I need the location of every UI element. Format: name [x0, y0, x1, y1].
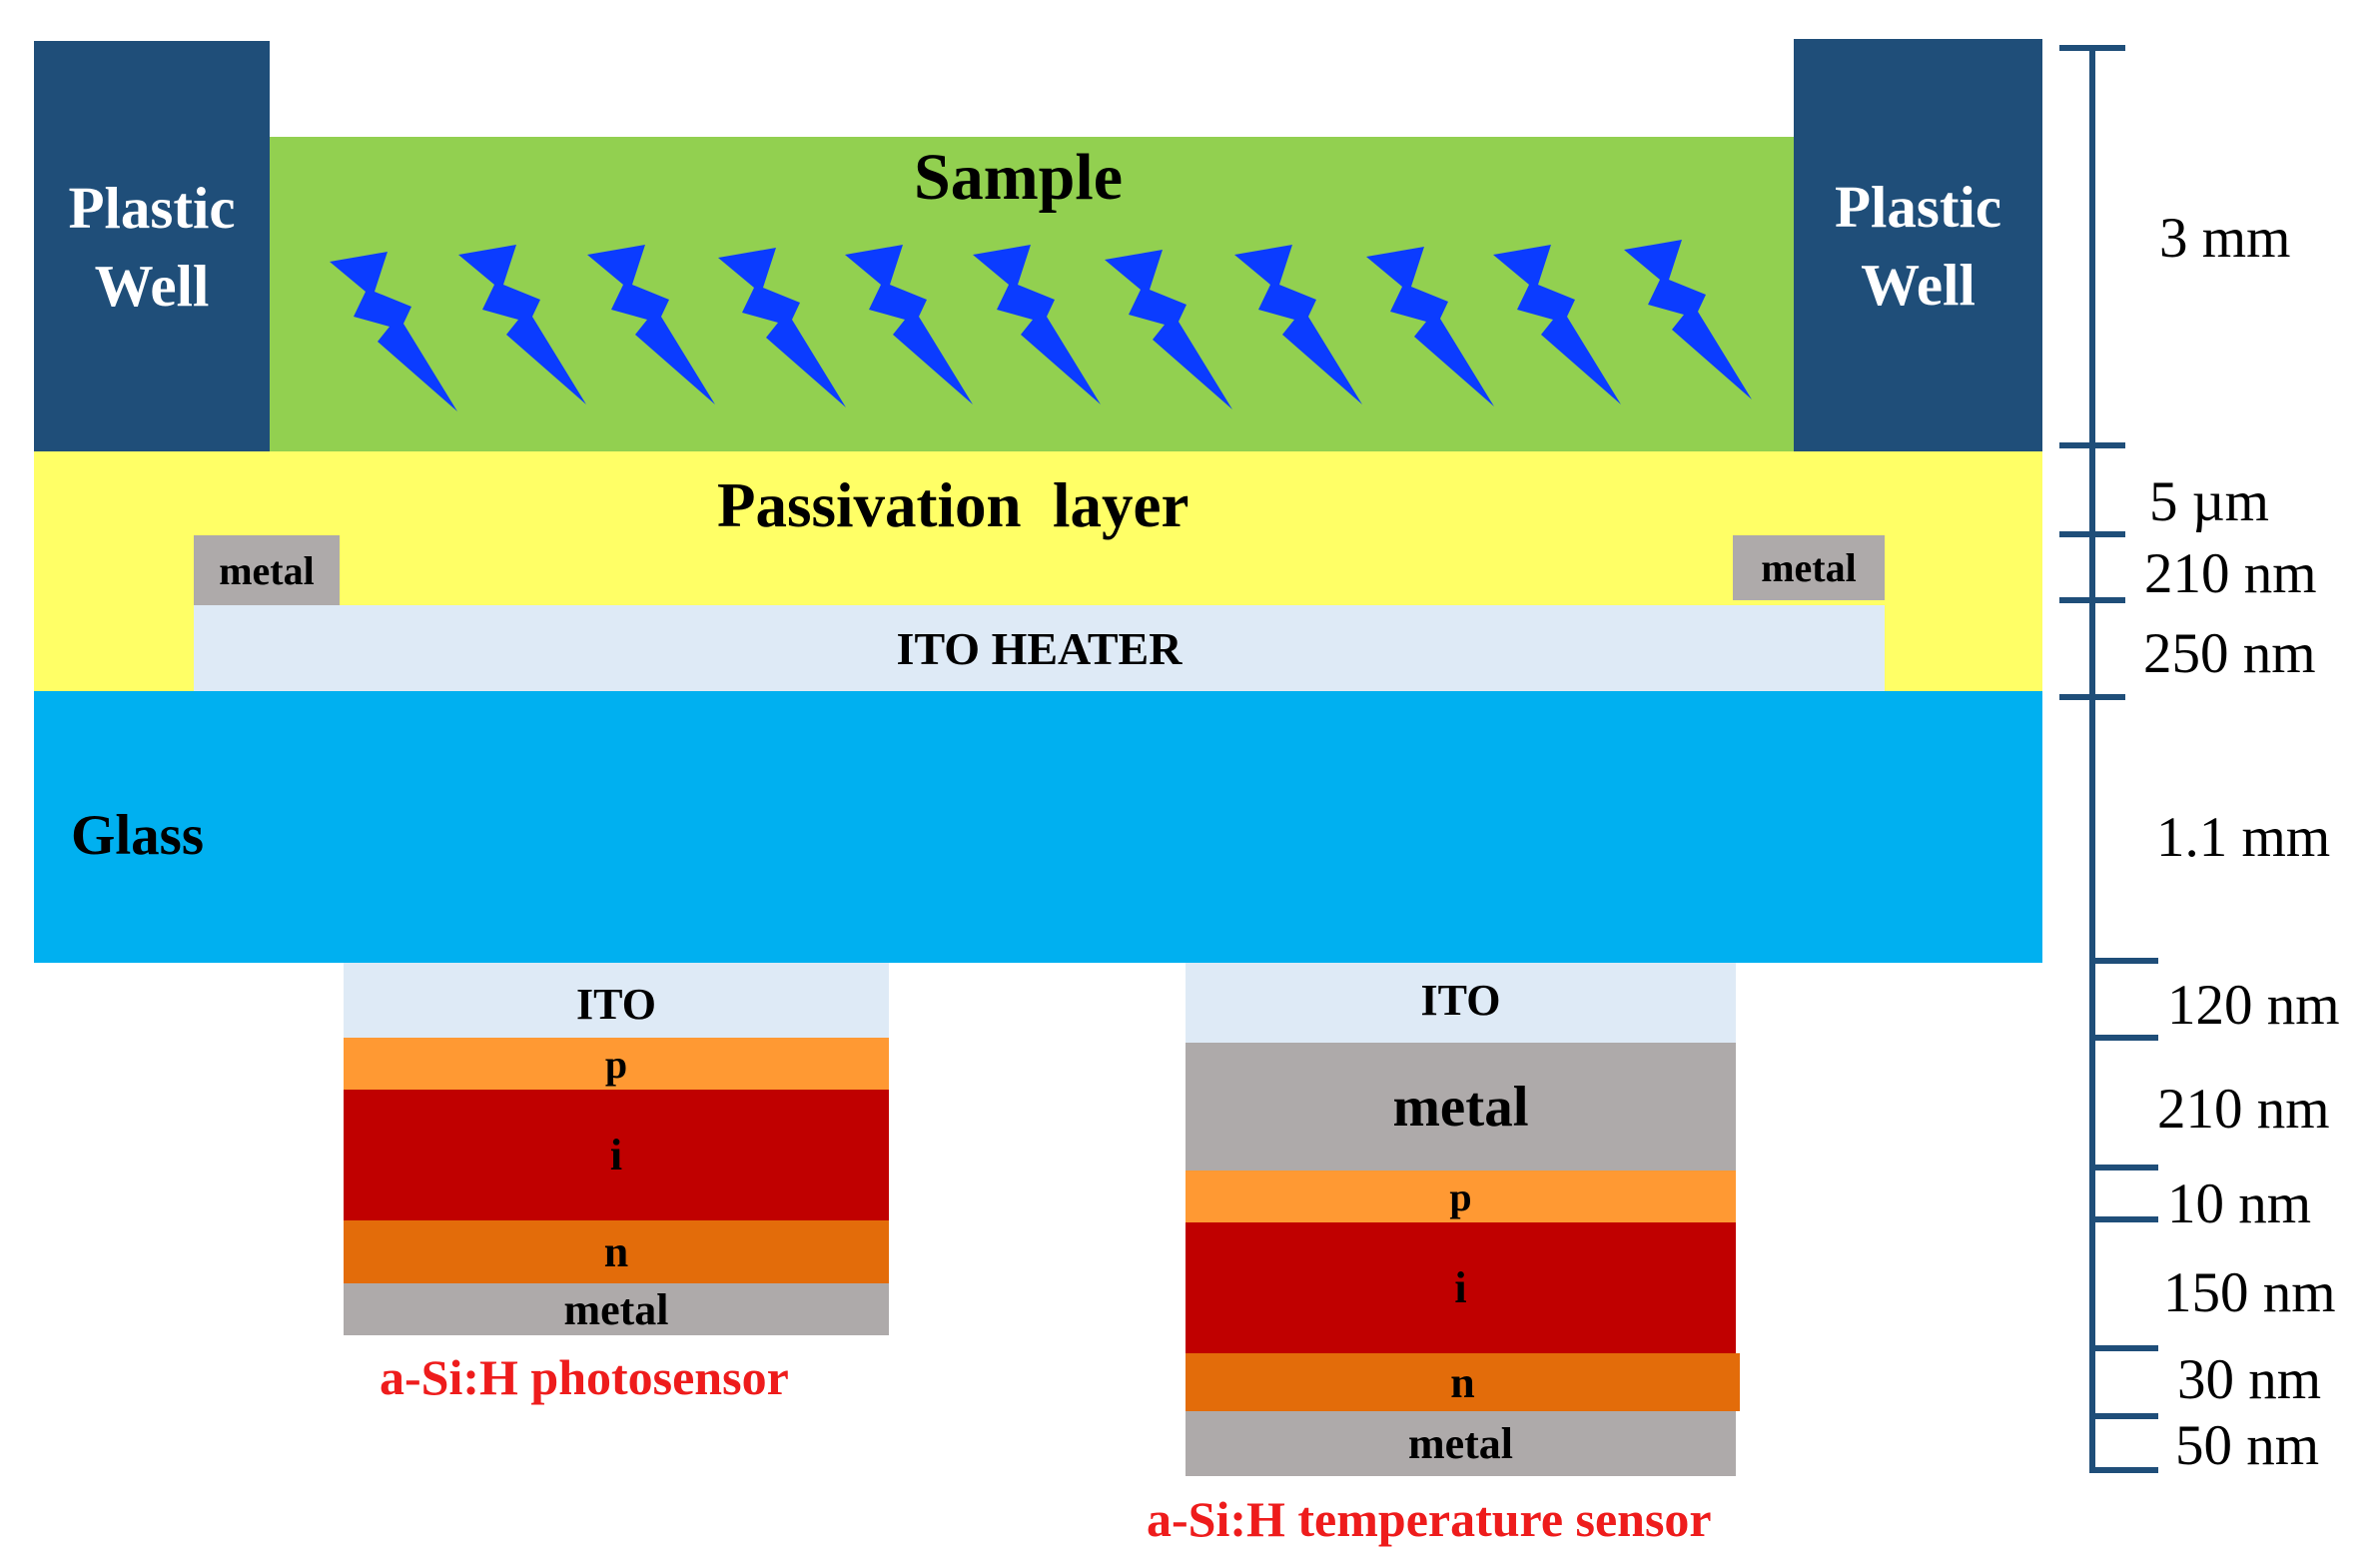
scale-label: 30 nm: [2177, 1348, 2322, 1411]
scale-label: 150 nm: [2163, 1261, 2336, 1324]
photosensor-ito: ITO: [344, 963, 889, 1038]
scale-label: 5 µm: [2149, 470, 2269, 533]
scale-label: 3 mm: [2159, 207, 2291, 270]
temp-sensor-metal-bottom: metal: [1186, 1411, 1736, 1476]
photosensor-p-layer: p: [344, 1038, 889, 1090]
glass-substrate: [34, 691, 2042, 963]
photosensor-caption: a-Si:H photosensor: [380, 1349, 789, 1405]
scale-label: 210 nm: [2157, 1078, 2330, 1141]
temp-sensor-ito: ITO: [1186, 963, 1736, 1043]
scale-label: 250 nm: [2143, 622, 2316, 685]
plastic-well-right-line1: Plastic: [1834, 173, 2002, 240]
metal-pad-left: metal: [194, 535, 340, 605]
metal-pad-right: metal: [1733, 535, 1885, 600]
plastic-well-left-line1: Plastic: [68, 174, 236, 241]
photosensor-metal: metal: [344, 1283, 889, 1335]
scale-label: 1.1 mm: [2156, 806, 2331, 869]
plastic-well-left: Plastic Well: [34, 41, 270, 451]
plastic-well-left-line2: Well: [94, 252, 210, 319]
temp-sensor-caption: a-Si:H temperature sensor: [1147, 1491, 1712, 1547]
scale-label: 120 nm: [2167, 974, 2340, 1037]
scale-label: 10 nm: [2167, 1172, 2312, 1235]
photosensor-i-layer: i: [344, 1090, 889, 1220]
scale-label: 210 nm: [2144, 542, 2317, 605]
plastic-well-right-line2: Well: [1861, 251, 1976, 318]
scale-label: 50 nm: [2175, 1414, 2320, 1477]
ito-heater: ITO HEATER: [194, 605, 1885, 691]
temp-sensor-metal-top: metal: [1186, 1043, 1736, 1171]
passivation-label: Passivation layer: [717, 470, 1190, 540]
plastic-well-right: Plastic Well: [1794, 39, 2042, 451]
photosensor-n-layer: n: [344, 1220, 889, 1283]
temp-sensor-n-layer: n: [1186, 1353, 1740, 1411]
temp-sensor-i-layer: i: [1186, 1222, 1736, 1353]
glass-label: Glass: [71, 804, 205, 867]
temp-sensor-p-layer: p: [1186, 1171, 1736, 1222]
sample-label: Sample: [914, 141, 1124, 214]
